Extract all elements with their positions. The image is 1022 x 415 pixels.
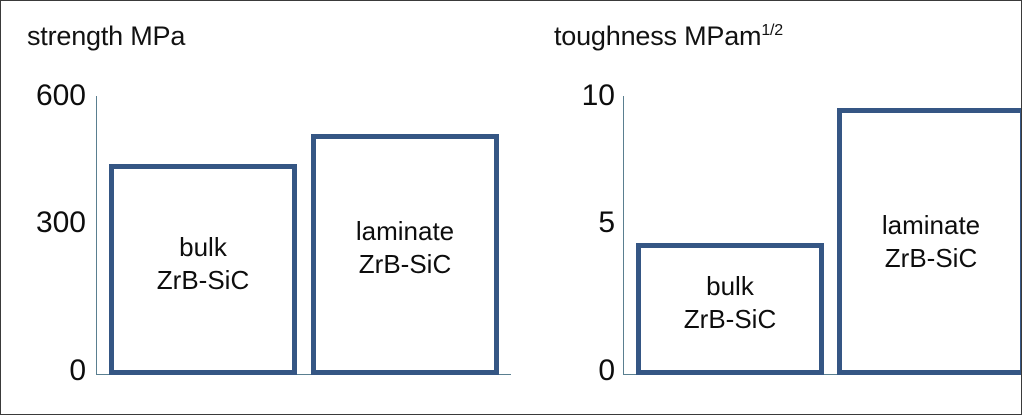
chart-title-toughness-superscript: 1/2 — [761, 22, 783, 39]
bar-label-strength-laminate-line2: ZrB-SiC — [358, 249, 452, 280]
chart-title-strength: strength MPa — [27, 23, 185, 50]
y-tick-label-600: 600 — [35, 79, 86, 112]
chart-title-toughness-text: toughness MPam — [554, 21, 762, 51]
plot-area-toughness: 10 5 0 bulk ZrB-SiC laminate ZrB-SiC — [521, 1, 1021, 414]
bar-label-strength-bulk: bulk ZrB-SiC — [114, 231, 292, 298]
y-tick-label-0-toughness: 0 — [598, 354, 615, 387]
plot-area-strength: 600 300 0 bulk ZrB-SiC laminate ZrB-SiC — [1, 1, 521, 414]
bar-label-toughness-bulk-line2: ZrB-SiC — [683, 304, 777, 335]
bar-strength-bulk[interactable]: bulk ZrB-SiC — [109, 164, 297, 375]
x-axis-line-strength — [96, 374, 511, 375]
bar-label-toughness-bulk-line1: bulk — [706, 271, 754, 301]
y-tick-label-0: 0 — [69, 354, 86, 387]
bar-label-toughness-laminate: laminate ZrB-SiC — [842, 209, 1020, 276]
bar-label-strength-laminate: laminate ZrB-SiC — [316, 215, 494, 282]
bar-toughness-bulk[interactable]: bulk ZrB-SiC — [636, 243, 824, 375]
y-tick-label-300: 300 — [35, 206, 86, 239]
y-tick-label-5: 5 — [598, 206, 615, 239]
bar-strength-laminate[interactable]: laminate ZrB-SiC — [311, 134, 499, 375]
bar-label-toughness-laminate-line2: ZrB-SiC — [884, 243, 978, 274]
bar-toughness-laminate[interactable]: laminate ZrB-SiC — [837, 108, 1021, 375]
y-axis-line-strength — [96, 96, 97, 375]
chart-title-toughness: toughness MPam1/2 — [554, 23, 783, 50]
y-axis-line-toughness — [623, 96, 624, 375]
bar-label-strength-bulk-line1: bulk — [179, 232, 227, 262]
bar-label-strength-laminate-line1: laminate — [355, 216, 455, 246]
chart-panel-toughness: toughness MPam1/2 10 5 0 bulk ZrB-SiC la — [521, 1, 1021, 414]
bar-label-toughness-bulk: bulk ZrB-SiC — [641, 270, 819, 337]
chart-panel-strength: strength MPa 600 300 0 bulk ZrB-SiC lami — [1, 1, 521, 414]
y-tick-label-10: 10 — [581, 79, 615, 112]
bar-label-toughness-laminate-line1: laminate — [881, 210, 981, 240]
chart-title-strength-text: strength MPa — [27, 21, 186, 51]
bar-label-strength-bulk-line2: ZrB-SiC — [156, 265, 250, 296]
